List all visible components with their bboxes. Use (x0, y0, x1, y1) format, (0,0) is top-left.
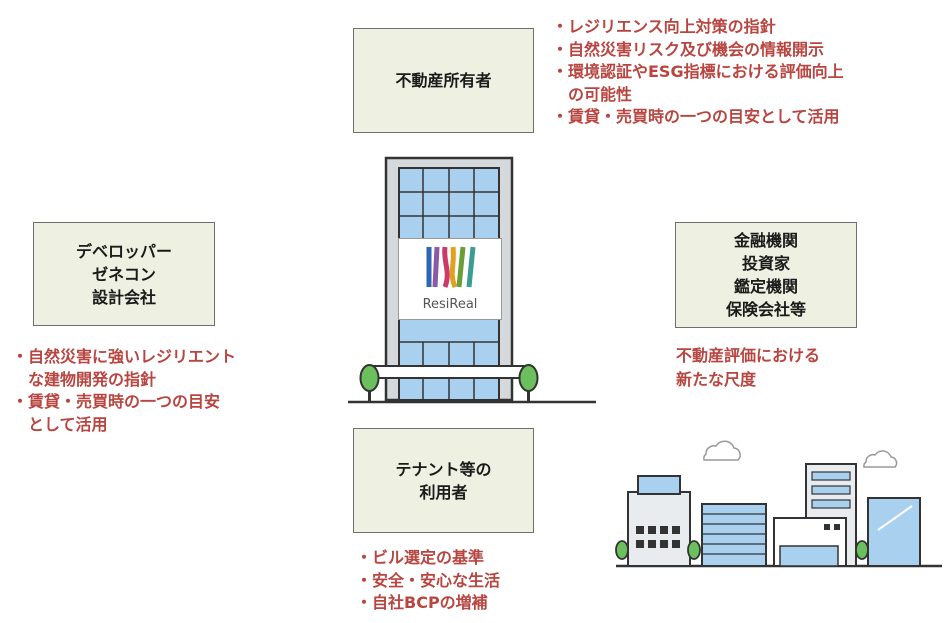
owner-benefit-2: ・自然災害リスク及び機会の情報開示 (552, 39, 825, 59)
owner-benefit-4: の可能性 (552, 84, 633, 104)
developer-benefit-3: ・賃貸・売買時の一つの目安 (12, 392, 221, 411)
developer-box: デベロッパー ゼネコン 設計会社 (33, 222, 215, 326)
finance-line-1: 金融機関 (733, 231, 798, 250)
developer-line-2: ゼネコン (92, 264, 156, 284)
tree-icon (359, 364, 380, 402)
finance-benefit-2: 新たな尺度 (676, 370, 757, 389)
cityscape-icon (615, 440, 942, 568)
developer-benefit-2: な建物開発の指針 (12, 369, 157, 389)
logo-text: ResiReal (422, 297, 478, 312)
owner-benefit-5: ・賃貸・売買時の一つの目安として活用 (552, 107, 840, 126)
finance-benefits: 不動産評価における 新たな尺度 (676, 344, 820, 392)
developer-benefits: ・自然災害に強いレジリエント な建物開発の指針 ・賃貸・売買時の一つの目安 とし… (12, 346, 236, 436)
developer-benefit-1: ・自然災害に強いレジリエント (12, 347, 237, 366)
tenant-benefit-2: ・安全・安心な生活 (356, 570, 501, 590)
finance-line-4: 保険会社等 (725, 300, 806, 319)
resireal-logo: ResiReal (398, 238, 502, 320)
owner-benefit-1: ・レジリエンス向上対策の指針 (552, 17, 776, 36)
tenant-box: テナント等の 利用者 (353, 428, 534, 533)
tree-icon (518, 364, 539, 402)
cloud-icon (703, 440, 898, 468)
owner-box: 不動産所有者 (353, 28, 534, 133)
owner-benefits: ・レジリエンス向上対策の指針 ・自然災害リスク及び機会の情報開示 ・環境認証やE… (552, 16, 844, 129)
tenant-line-1: テナント等の (395, 459, 492, 479)
finance-line-3: 鑑定機関 (733, 277, 798, 296)
finance-line-2: 投資家 (741, 254, 790, 273)
owner-benefit-3: ・環境認証やESG指標における評価向上 (552, 62, 844, 81)
developer-line-1: デベロッパー (75, 241, 172, 261)
finance-benefit-1: 不動産評価における (676, 346, 821, 365)
owner-label: 不動産所有者 (395, 71, 492, 90)
finance-box: 金融機関 投資家 鑑定機関 保険会社等 (675, 222, 857, 328)
developer-benefit-4: として活用 (12, 414, 108, 434)
tenant-benefit-3: ・自社BCPの増補 (356, 593, 488, 612)
tenant-line-2: 利用者 (419, 482, 468, 502)
logo-mark (426, 246, 476, 288)
tenant-benefits: ・ビル選定の基準 ・安全・安心な生活 ・自社BCPの増補 (356, 547, 500, 615)
tenant-benefit-1: ・ビル選定の基準 (356, 548, 485, 567)
developer-line-3: 設計会社 (91, 287, 156, 307)
